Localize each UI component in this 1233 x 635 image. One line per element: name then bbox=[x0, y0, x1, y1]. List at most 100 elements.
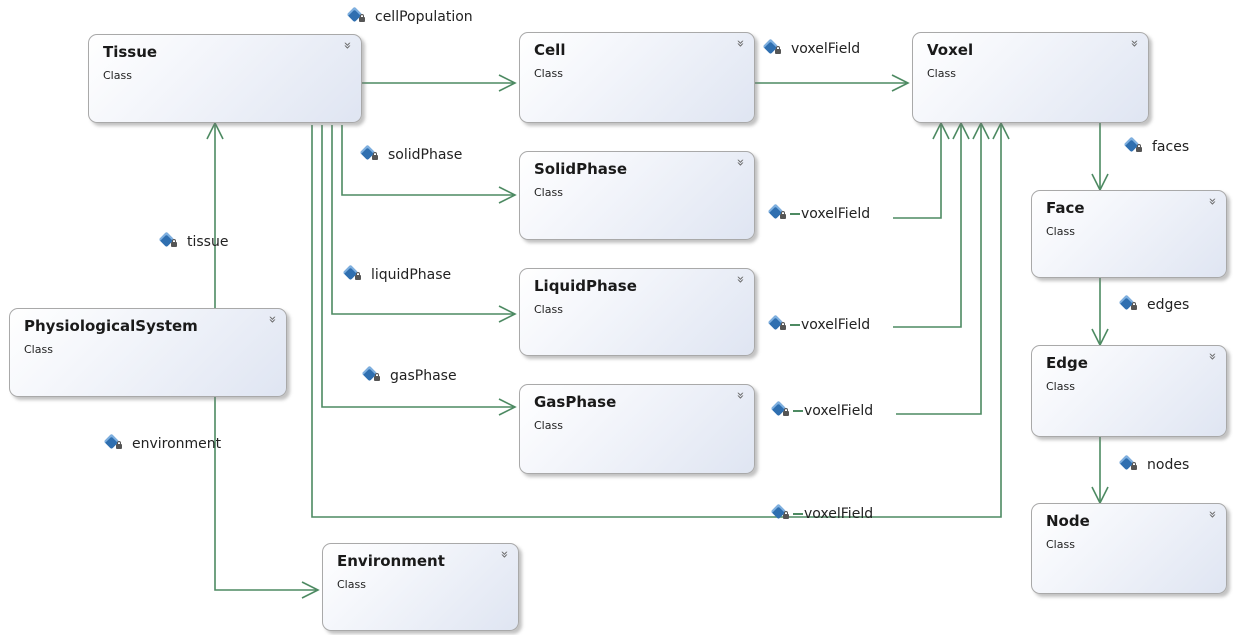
class-kind: Class bbox=[927, 67, 956, 80]
collapse-chevron-icon[interactable]: » bbox=[732, 275, 748, 284]
class-kind: Class bbox=[337, 578, 366, 591]
collapse-chevron-icon[interactable]: » bbox=[1204, 352, 1220, 361]
label-tissue[interactable]: tissue bbox=[158, 231, 229, 250]
association-name: faces bbox=[1152, 139, 1190, 155]
property-lock-icon bbox=[762, 38, 783, 57]
class-node[interactable]: Node Class » bbox=[1031, 503, 1227, 594]
association-name: voxelField bbox=[801, 317, 871, 333]
label-edges[interactable]: edges bbox=[1118, 294, 1190, 313]
class-edge[interactable]: Edge Class » bbox=[1031, 345, 1227, 437]
class-name: Face bbox=[1046, 199, 1085, 217]
association-name: cellPopulation bbox=[375, 9, 473, 25]
arrowhead bbox=[206, 121, 224, 140]
class-face[interactable]: Face Class » bbox=[1031, 190, 1227, 278]
class-name: Node bbox=[1046, 512, 1090, 530]
connector-gas-phase bbox=[321, 125, 515, 408]
class-kind: Class bbox=[1046, 538, 1075, 551]
label-environment[interactable]: environment bbox=[103, 433, 222, 452]
label-gas-voxel-field[interactable]: voxelField bbox=[770, 400, 873, 419]
label-nodes[interactable]: nodes bbox=[1118, 454, 1189, 473]
connector-gas-voxel bbox=[896, 123, 982, 415]
arrowhead bbox=[891, 74, 910, 92]
label-cell-voxel-field[interactable]: voxelField bbox=[762, 38, 861, 57]
collapse-chevron-icon[interactable]: » bbox=[496, 550, 512, 559]
class-cell[interactable]: Cell Class » bbox=[519, 32, 755, 123]
connector-solid-voxel bbox=[893, 123, 942, 219]
property-lock-icon bbox=[158, 231, 179, 250]
class-tissue[interactable]: Tissue Class » bbox=[88, 34, 362, 123]
association-name: environment bbox=[132, 436, 222, 452]
arrowhead bbox=[498, 186, 517, 204]
class-kind: Class bbox=[534, 419, 563, 432]
property-lock-icon bbox=[346, 6, 367, 25]
class-name: PhysiologicalSystem bbox=[24, 317, 198, 335]
label-cell-population[interactable]: cellPopulation bbox=[346, 6, 473, 25]
collapse-chevron-icon[interactable]: » bbox=[339, 41, 355, 50]
association-name: solidPhase bbox=[388, 147, 463, 163]
arrowhead bbox=[932, 121, 950, 140]
label-solid-voxel-field[interactable]: voxelField bbox=[767, 203, 871, 222]
arrowhead bbox=[498, 305, 517, 323]
connector-tissue-voxel bbox=[311, 123, 1002, 518]
class-name: Voxel bbox=[927, 41, 974, 59]
property-lock-icon bbox=[770, 400, 791, 419]
collapse-chevron-icon[interactable]: » bbox=[1204, 197, 1220, 206]
property-lock-icon bbox=[342, 264, 363, 283]
class-kind: Class bbox=[534, 67, 563, 80]
collapse-chevron-icon[interactable]: » bbox=[1204, 510, 1220, 519]
property-lock-icon bbox=[361, 365, 382, 384]
connector-liquid-voxel bbox=[893, 123, 962, 328]
label-tissue-voxel-field[interactable]: voxelField bbox=[770, 503, 874, 522]
property-lock-icon bbox=[1118, 294, 1139, 313]
class-kind: Class bbox=[24, 343, 53, 356]
label-solid-phase[interactable]: solidPhase bbox=[359, 144, 463, 163]
collapse-chevron-icon[interactable]: » bbox=[264, 315, 280, 324]
class-kind: Class bbox=[1046, 380, 1075, 393]
arrowhead bbox=[972, 121, 990, 140]
class-name: GasPhase bbox=[534, 393, 617, 411]
connector-liquid-phase bbox=[331, 125, 515, 315]
class-name: Tissue bbox=[103, 43, 158, 61]
class-kind: Class bbox=[534, 186, 563, 199]
association-name: edges bbox=[1147, 297, 1190, 313]
class-gas-phase[interactable]: GasPhase Class » bbox=[519, 384, 755, 474]
association-name: voxelField bbox=[791, 41, 861, 57]
collapse-chevron-icon[interactable]: » bbox=[1126, 39, 1142, 48]
label-faces[interactable]: faces bbox=[1123, 136, 1190, 155]
property-lock-icon bbox=[770, 503, 791, 522]
label-liquid-phase[interactable]: liquidPhase bbox=[342, 264, 451, 283]
property-lock-icon bbox=[1118, 454, 1139, 473]
association-name: tissue bbox=[187, 234, 229, 250]
class-physiological-system[interactable]: PhysiologicalSystem Class » bbox=[9, 308, 287, 397]
class-environment[interactable]: Environment Class » bbox=[322, 543, 519, 631]
property-lock-icon bbox=[359, 144, 380, 163]
arrowhead bbox=[498, 74, 517, 92]
class-name: Environment bbox=[337, 552, 445, 570]
connector-environment bbox=[214, 397, 318, 591]
class-kind: Class bbox=[1046, 225, 1075, 238]
label-liquid-voxel-field[interactable]: voxelField bbox=[767, 314, 871, 333]
collapse-chevron-icon[interactable]: » bbox=[732, 39, 748, 48]
arrowhead bbox=[992, 121, 1010, 140]
collapse-chevron-icon[interactable]: » bbox=[732, 391, 748, 400]
connector-stub bbox=[793, 513, 803, 515]
association-name: voxelField bbox=[801, 206, 871, 222]
arrowhead bbox=[498, 398, 517, 416]
class-solid-phase[interactable]: SolidPhase Class » bbox=[519, 151, 755, 240]
class-name: LiquidPhase bbox=[534, 277, 637, 295]
class-liquid-phase[interactable]: LiquidPhase Class » bbox=[519, 268, 755, 356]
property-lock-icon bbox=[767, 314, 788, 333]
class-kind: Class bbox=[103, 69, 132, 82]
class-voxel[interactable]: Voxel Class » bbox=[912, 32, 1149, 123]
arrowhead bbox=[301, 581, 320, 599]
association-name: gasPhase bbox=[390, 368, 457, 384]
label-gas-phase[interactable]: gasPhase bbox=[361, 365, 457, 384]
class-kind: Class bbox=[534, 303, 563, 316]
connector-stub bbox=[793, 410, 803, 412]
class-name: Edge bbox=[1046, 354, 1088, 372]
connector-stub bbox=[790, 324, 800, 326]
association-name: voxelField bbox=[804, 506, 874, 522]
connector-stub bbox=[790, 213, 800, 215]
collapse-chevron-icon[interactable]: » bbox=[732, 158, 748, 167]
